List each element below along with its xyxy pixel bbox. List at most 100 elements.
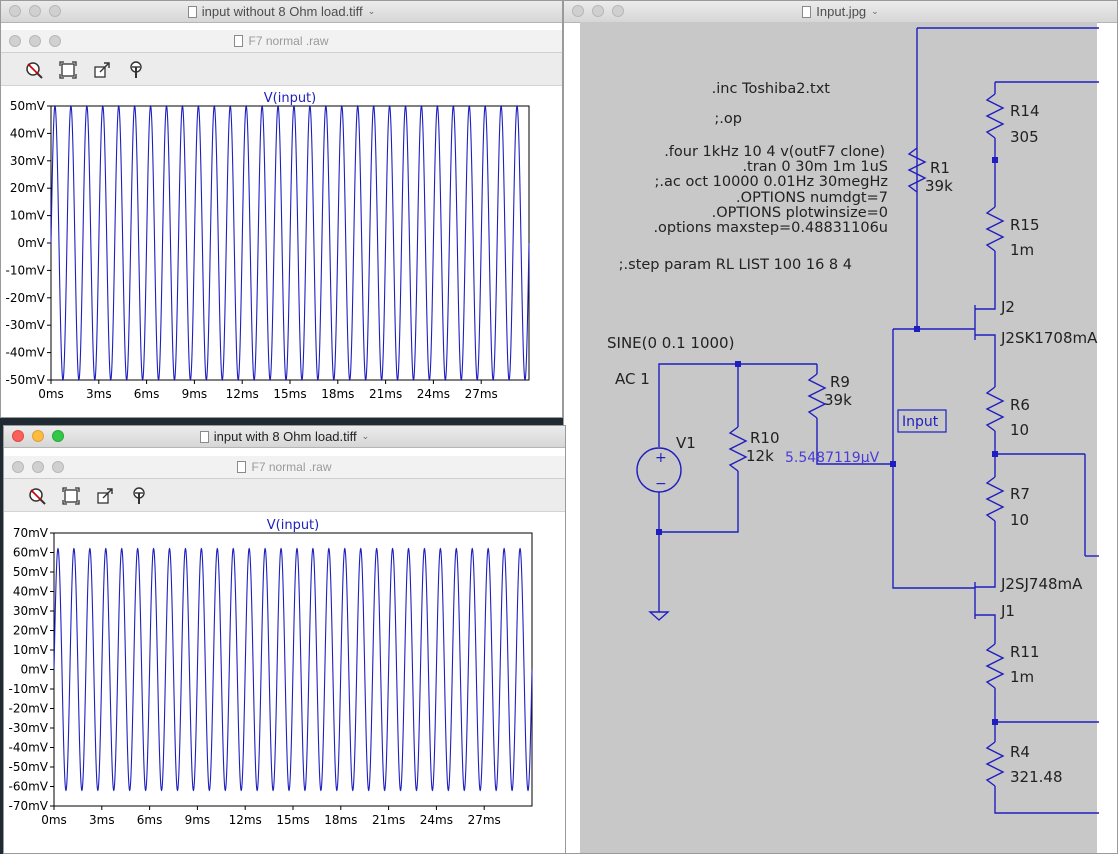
minimize-button[interactable] xyxy=(29,35,41,47)
junction xyxy=(992,719,998,725)
resistor-r15 xyxy=(985,206,1005,252)
minimize-button[interactable] xyxy=(32,461,44,473)
x-tick-label: 3ms xyxy=(89,813,115,827)
y-tick-label: 30mV xyxy=(13,604,49,618)
x-tick-label: 27ms xyxy=(468,813,501,827)
j1-drain xyxy=(975,614,996,644)
label-j2: J2 xyxy=(1000,298,1015,316)
label-r4: R4 xyxy=(1010,743,1030,761)
x-tick-label: 18ms xyxy=(324,813,357,827)
autorange-icon[interactable] xyxy=(93,61,111,79)
j2-source xyxy=(975,334,996,387)
titlebar[interactable]: Input.jpg ⌄ xyxy=(564,1,1117,23)
zoom-button[interactable] xyxy=(49,5,61,17)
resistor-r6 xyxy=(985,386,1005,432)
close-button[interactable] xyxy=(572,5,584,17)
junction xyxy=(914,326,920,332)
zoom-button[interactable] xyxy=(52,430,64,442)
x-tick-label: 9ms xyxy=(182,387,208,401)
x-tick-label: 15ms xyxy=(276,813,309,827)
zoom-button[interactable] xyxy=(52,461,64,473)
value-r6: 10 xyxy=(1010,421,1029,439)
junction xyxy=(656,529,662,535)
x-tick-label: 6ms xyxy=(137,813,163,827)
directive-4: .tran 0 30m 1m 1uS xyxy=(742,159,888,175)
j1-gate xyxy=(892,329,975,589)
x-tick-label: 18ms xyxy=(321,387,354,401)
probe-icon[interactable] xyxy=(127,61,145,79)
minimize-button[interactable] xyxy=(32,430,44,442)
x-tick-label: 6ms xyxy=(134,387,160,401)
label-v1: V1 xyxy=(676,434,696,452)
resistor-r7 xyxy=(985,476,1005,522)
series-line xyxy=(53,547,533,792)
net-label-box[interactable] xyxy=(897,409,947,433)
minimize-button[interactable] xyxy=(592,5,604,17)
wire xyxy=(816,418,893,465)
y-tick-label: -10mV xyxy=(9,682,49,696)
close-button[interactable] xyxy=(12,461,24,473)
schematic-svg: + − Input 5.5487119µV .inc Toshiba2.txt … xyxy=(607,27,1099,814)
label-r7: R7 xyxy=(1010,485,1030,503)
minimize-button[interactable] xyxy=(29,5,41,17)
close-button[interactable] xyxy=(12,430,24,442)
x-tick-label: 21ms xyxy=(369,387,402,401)
schematic-window: Input.jpg ⌄ xyxy=(563,0,1118,854)
zoom-out-icon[interactable] xyxy=(25,61,43,79)
x-tick-label: 3ms xyxy=(86,387,112,401)
label-r9: R9 xyxy=(830,373,850,391)
zoom-button[interactable] xyxy=(49,35,61,47)
plus-sign: + xyxy=(655,450,667,466)
autorange-icon[interactable] xyxy=(96,487,114,505)
close-button[interactable] xyxy=(9,35,21,47)
label-r14: R14 xyxy=(1010,102,1040,120)
label-r6: R6 xyxy=(1010,396,1030,414)
y-tick-label: -30mV xyxy=(9,721,49,735)
minus-sign: − xyxy=(655,476,667,492)
chevron-down-icon[interactable]: ⌄ xyxy=(361,431,370,441)
directive-2: ;.op xyxy=(714,111,742,127)
x-tick-label: 24ms xyxy=(417,387,450,401)
document-icon xyxy=(802,5,812,18)
directive-1: .inc Toshiba2.txt xyxy=(712,81,831,97)
zoom-full-icon[interactable] xyxy=(62,487,80,505)
series-line xyxy=(50,104,530,382)
y-tick-label: 0mV xyxy=(20,663,48,677)
inner-titlebar[interactable]: F7 normal .raw xyxy=(1,30,562,53)
probe-icon[interactable] xyxy=(130,487,148,505)
zoom-out-icon[interactable] xyxy=(28,487,46,505)
x-tick-label: 12ms xyxy=(229,813,262,827)
directive-6: .OPTIONS numdgt=7 xyxy=(736,190,888,206)
y-tick-label: 10mV xyxy=(10,209,46,223)
resistor-r9 xyxy=(807,373,827,419)
value-r7: 10 xyxy=(1010,511,1029,529)
resistor-r4 xyxy=(985,741,1005,787)
directive-5: ;.ac oct 10000 0.01Hz 30megHz xyxy=(655,174,888,190)
inner-titlebar[interactable]: F7 normal .raw xyxy=(4,456,565,479)
resistor-r1 xyxy=(907,147,927,193)
source-value: SINE(0 0.1 1000) xyxy=(607,334,734,352)
waveform-plot[interactable]: V(input)70mV60mV50mV40mV30mV20mV10mV0mV-… xyxy=(4,512,565,853)
label-r11: R11 xyxy=(1010,643,1040,661)
waveform-plot[interactable]: V(input)50mV40mV30mV20mV10mV0mV-10mV-20m… xyxy=(1,86,562,417)
chevron-down-icon[interactable]: ⌄ xyxy=(871,6,879,16)
y-tick-label: -60mV xyxy=(9,780,49,794)
y-tick-label: -30mV xyxy=(6,318,46,332)
value-r10: 12k xyxy=(746,447,774,465)
titlebar[interactable]: input without 8 Ohm load.tiff ⌄ xyxy=(1,1,562,23)
directive-7: .OPTIONS plotwinsize=0 xyxy=(712,205,888,221)
value-r11: 1m xyxy=(1010,668,1034,686)
x-tick-label: 27ms xyxy=(465,387,498,401)
zoom-full-icon[interactable] xyxy=(59,61,77,79)
y-tick-label: -20mV xyxy=(9,702,49,716)
chevron-down-icon[interactable]: ⌄ xyxy=(367,6,376,16)
y-tick-label: 0mV xyxy=(17,236,45,250)
y-tick-label: -40mV xyxy=(6,346,46,360)
zoom-button[interactable] xyxy=(612,5,624,17)
titlebar[interactable]: input with 8 Ohm load.tiff ⌄ xyxy=(4,426,565,448)
y-tick-label: 30mV xyxy=(10,154,46,168)
close-button[interactable] xyxy=(9,5,21,17)
model-j2: J2SK1708mA xyxy=(1000,329,1098,347)
